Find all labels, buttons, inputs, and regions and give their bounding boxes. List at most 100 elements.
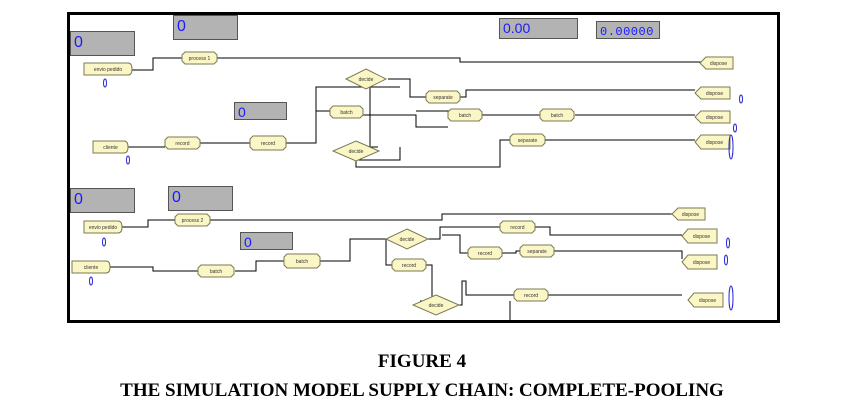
connector-line <box>502 250 520 254</box>
counter-queue-top: 0 <box>234 102 287 120</box>
connector-line <box>554 250 683 259</box>
dispose-module <box>694 134 731 150</box>
status-indicator-icon <box>126 155 130 165</box>
decide-module <box>411 294 461 316</box>
counter-average-value: 0.00 <box>499 18 578 39</box>
module-label: process 2 <box>182 218 204 224</box>
connector-line <box>535 226 682 236</box>
module-label: decide <box>429 303 444 309</box>
decide-module <box>344 68 388 90</box>
process-module <box>519 244 555 258</box>
module-label: dispose <box>693 234 710 240</box>
counter-entities-bottom: 0 <box>168 186 233 211</box>
module-label: record <box>175 141 189 147</box>
dispose-module <box>671 207 706 221</box>
connector-line <box>210 213 672 221</box>
module-label: batch <box>210 269 222 275</box>
status-indicator-icon <box>103 78 107 88</box>
figure-number: FIGURE 4 <box>377 351 467 372</box>
connector-line <box>385 239 392 266</box>
dispose-module <box>681 228 718 244</box>
connector-line <box>217 57 702 63</box>
module-label: decide <box>400 237 415 243</box>
connector-line <box>370 114 448 128</box>
module-label: batch <box>551 113 563 119</box>
process-module <box>499 220 536 234</box>
module-label: record <box>261 141 275 147</box>
counter-queue-bottom: 0 <box>240 232 293 250</box>
module-label: separate <box>518 138 538 144</box>
connector-line <box>132 57 182 71</box>
module-label: batch <box>459 113 471 119</box>
dispose-module <box>681 254 718 270</box>
process-module <box>513 288 549 302</box>
status-indicator-icon <box>726 237 730 249</box>
module-label: batch <box>340 110 352 116</box>
process-module <box>467 246 503 260</box>
counter-entities-bottom-left: 0 <box>70 188 135 213</box>
module-label: dispose <box>699 298 716 304</box>
process-module <box>197 264 235 278</box>
connector-line <box>235 260 284 272</box>
module-label: dispose <box>710 61 727 67</box>
create-module <box>83 220 123 234</box>
model-canvas: envio pedido process 1 decide separate batch… <box>67 12 780 323</box>
dispose-module <box>694 110 731 124</box>
process-module <box>539 108 575 122</box>
connector-line <box>320 238 386 262</box>
decide-module <box>384 228 430 250</box>
decide-module <box>331 140 381 162</box>
module-label: dispose <box>693 260 710 266</box>
counter-entities-top: 0 <box>173 15 238 40</box>
process-module <box>391 258 427 272</box>
flowchart-diagram: envio pedido process 1 decide separate batch… <box>71 51 743 320</box>
process-module <box>181 51 218 65</box>
module-label: envio pedido <box>94 67 123 73</box>
connector-line <box>122 219 175 228</box>
connector-line <box>110 266 198 272</box>
connector-line <box>450 280 514 306</box>
create-module <box>71 260 111 274</box>
status-indicator-icon <box>89 276 93 286</box>
status-indicator-icon <box>728 134 734 160</box>
module-label: decide <box>359 77 374 83</box>
connector-line <box>428 226 500 240</box>
connector-line <box>362 114 378 148</box>
counter-entities-top-left: 0 <box>70 31 135 56</box>
process-module <box>249 135 287 151</box>
module-label: dispose <box>706 140 723 146</box>
module-label: cliente <box>103 145 118 151</box>
module-label: record <box>510 225 524 231</box>
module-label: record <box>478 251 492 257</box>
module-label: record <box>524 293 538 299</box>
module-label: separate <box>433 95 453 101</box>
module-label: batch <box>296 259 308 265</box>
module-label: dispose <box>706 91 723 97</box>
module-label: record <box>402 263 416 269</box>
module-label: envio pedido <box>89 225 118 231</box>
process-module <box>283 253 321 269</box>
process-module <box>164 136 201 150</box>
module-label: cliente <box>84 265 99 271</box>
status-indicator-icon <box>728 285 734 311</box>
process-module <box>509 133 546 147</box>
create-module <box>83 62 133 76</box>
connector-line <box>286 110 330 144</box>
connector-line <box>356 147 401 161</box>
module-label: dispose <box>706 115 723 121</box>
status-indicator-icon <box>724 254 728 266</box>
dispose-module <box>687 292 724 308</box>
module-label: dispose <box>682 212 699 218</box>
dispose-module <box>694 86 731 100</box>
process-module <box>329 105 364 119</box>
connector-line <box>355 139 510 168</box>
dispose-module <box>699 56 734 70</box>
module-label: separate <box>527 249 547 255</box>
status-indicator-icon <box>733 123 737 133</box>
create-module <box>92 140 129 154</box>
status-indicator-icon <box>102 237 106 247</box>
figure-title: THE SIMULATION MODEL SUPPLY CHAIN: COMPL… <box>120 380 724 401</box>
connector-line <box>315 86 370 111</box>
module-label: process 1 <box>189 56 211 62</box>
connector-line <box>442 234 468 254</box>
